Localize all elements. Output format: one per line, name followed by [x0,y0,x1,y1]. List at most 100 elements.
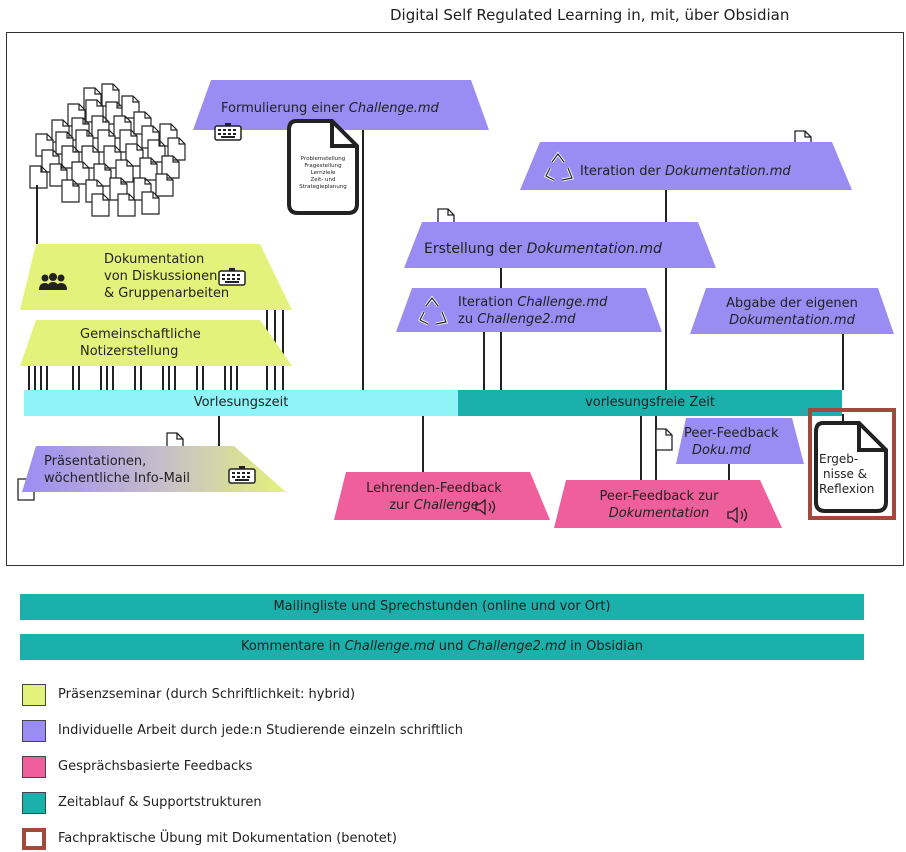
document-icon [91,193,110,217]
vorlesungszeit-bar: Vorlesungszeit [24,390,458,416]
notizen-line: Gemeinschaftliche [80,327,201,342]
kommentare-file2: Challenge2.md [467,639,566,654]
doc-line: Strategieplanung [299,184,347,190]
doc-line: Zeit- und [310,177,336,183]
iteration-challenge-label: Iteration [458,295,518,310]
keyboard-icon [218,268,246,286]
connector-line [422,414,424,472]
kommentare-text: in Obsidian [565,639,644,654]
speaker-icon [727,506,748,524]
recycle-icon [543,151,575,182]
speaker-icon [475,498,496,516]
ergebnisse-document: Ergeb- nisse & Reflexion [813,420,889,514]
graded-exercise-frame [808,408,896,520]
legend-label: Präsenzseminar (durch Schriftlichkeit: h… [58,687,356,702]
ergebnisse-line: nisse & [823,467,867,481]
diagram-frame [6,32,904,566]
document-cluster-icon [29,83,186,217]
diskussion-line: Dokumentation [104,252,205,267]
iteration-challenge-file2: Challenge2.md [477,312,576,327]
document-icon [147,139,166,163]
connector-line [362,128,364,390]
document-icon [139,157,158,181]
connector-line [640,414,642,482]
kommentare-file1: Challenge.md [344,639,435,654]
peer-feedback-doku-md-node: Peer-Feedback Doku.md [676,418,804,466]
support-bar-kommentare: Kommentare in Challenge.md und Challenge… [20,634,864,660]
doc-line: Lernziele [310,170,336,176]
peer-feedback-md-label: Peer-Feedback [684,426,779,441]
erstellung-label: Erstellung der [424,241,527,257]
legend-swatch-feedback [22,756,46,778]
connector-line [728,463,730,483]
support-bar-mailingliste: Mailingliste und Sprechstunden (online u… [20,594,864,620]
document-icon [29,165,48,189]
legend-swatch-individual [22,720,46,742]
connector-line [483,332,485,390]
keyboard-icon [214,123,242,141]
dokumentation-diskussionen-node: Dokumentation von Diskussionen & Gruppen… [20,244,292,312]
connector-line [500,332,502,390]
abgabe-file: Dokumentation.md [729,313,855,328]
document-icon [141,191,160,215]
keyboard-icon [228,466,256,484]
connector-line [665,188,667,390]
problem-statement-document: Problemstellung Fragestellung Lernziele … [286,118,360,216]
praesentationen-line: wöchentliche Info-Mail [44,471,190,486]
diagram-title: Digital Self Regulated Learning in, mit,… [390,6,790,24]
connector-line [218,414,220,452]
formulierung-challenge-node: Formulierung einer Challenge.md [193,80,489,132]
connector-line [282,310,284,390]
praesentationen-node: Präsentationen, wöchentliche Info-Mail [22,446,286,494]
document-icon [117,193,136,217]
erstellung-dokumentation-node: Erstellung der Dokumentation.md [404,222,716,270]
formulierung-label: Formulierung einer [221,101,349,116]
peer-feedback-doku-file: Dokumentation [608,506,710,521]
legend-swatch-graded [22,828,46,850]
lehrenden-feedback-node: Lehrenden-Feedback zur Challenge [334,472,550,522]
kommentare-text: Kommentare in [240,639,345,654]
document-icon [61,179,80,203]
doc-line: Fragestellung [304,163,342,169]
abgabe-dokumentation-node: Abgabe der eigenen Dokumentation.md [690,288,894,336]
notizen-line: Notizerstellung [80,344,179,359]
document-icon [655,428,673,451]
connector-bars [28,366,238,390]
peer-feedback-doku-label: Peer-Feedback zur [599,489,719,504]
connector-line [36,185,38,250]
notizerstellung-node: Gemeinschaftliche Notizerstellung [20,320,292,368]
legend-swatch-timeline [22,792,46,814]
document-icon [101,83,120,107]
diskussion-line: & Gruppenarbeiten [104,286,230,301]
legend-label: Individuelle Arbeit durch jede:n Studier… [58,723,464,738]
iteration-challenge-node: Iteration Challenge.md zu Challenge2.md [396,288,662,334]
abgabe-label: Abgabe der eigenen [726,296,858,311]
peer-feedback-md-file: Doku.md [692,443,751,458]
connector-line [842,334,844,390]
lehrenden-feedback-file: Challenge [413,498,479,513]
iteration-challenge-file: Challenge.md [517,295,608,310]
peer-feedback-dokumentation-node: Peer-Feedback zur Dokumentation [554,480,782,530]
vorlesungsfreie-zeit-bar: vorlesungsfreie Zeit [458,390,842,416]
recycle-icon [417,295,449,326]
group-icon [39,273,67,290]
iteration-challenge-label2: zu [458,312,478,327]
erstellung-file: Dokumentation.md [526,241,662,257]
iteration-doku-label: Iteration der [580,164,666,179]
lehrenden-feedback-label2: zur [389,498,414,513]
lehrenden-feedback-label: Lehrenden-Feedback [366,481,502,496]
formulierung-file: Challenge.md [348,101,439,116]
diskussion-line: von Diskussionen [104,269,218,284]
iteration-dokumentation-node: Iteration der Dokumentation.md [520,142,852,192]
ergebnisse-line: Ergeb- [819,452,859,466]
iteration-doku-file: Dokumentation.md [665,164,791,179]
praesentationen-line: Präsentationen, [44,454,147,469]
doc-line: Problemstellung [300,156,346,162]
ergebnisse-line: Reflexion [819,482,875,496]
connector-line [500,268,502,292]
legend-swatch-presence [22,684,46,706]
document-icon [155,173,174,197]
kommentare-text: und [434,639,468,654]
legend-label: Fachpraktische Übung mit Dokumentation (… [58,831,397,846]
legend-label: Zeitablauf & Supportstrukturen [58,795,262,810]
